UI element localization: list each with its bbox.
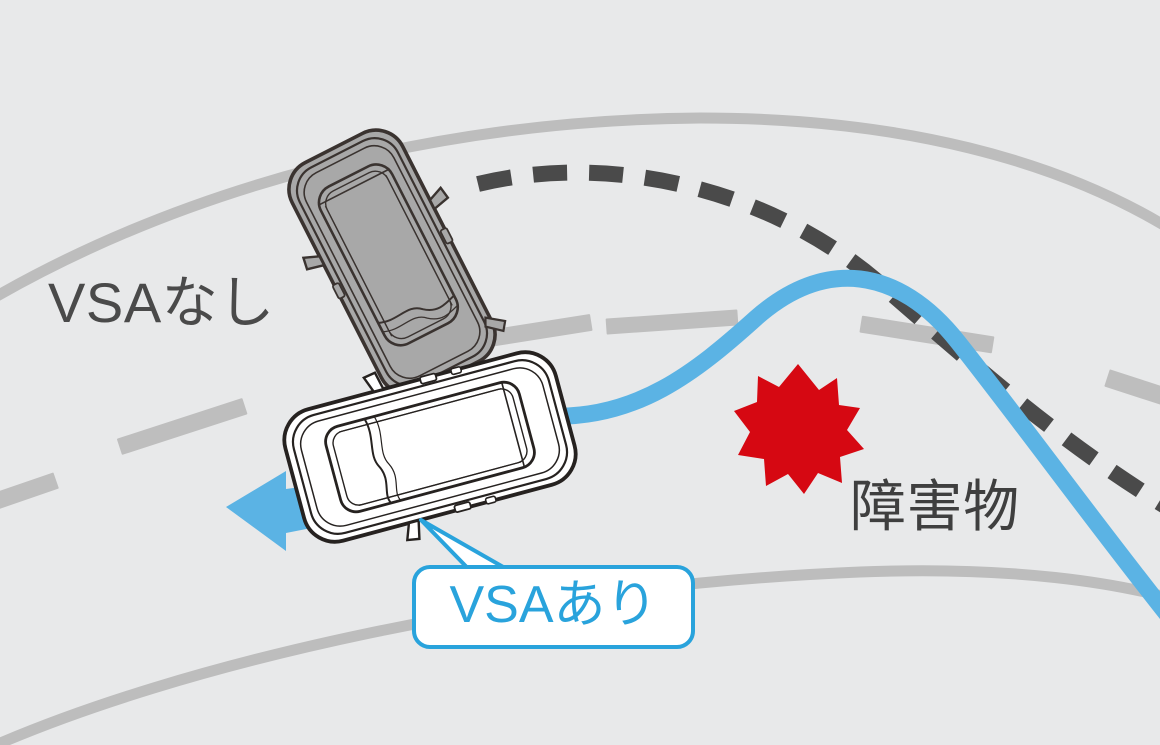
callout-with-vsa-label: VSAあり <box>449 576 658 634</box>
trajectory-dashed-no-vsa <box>476 164 1160 513</box>
callout-with-vsa: VSAあり <box>412 565 695 649</box>
obstacle-starburst-icon <box>734 364 864 494</box>
road-edge-lower-line <box>0 565 1160 745</box>
trajectory-blue-with-vsa <box>539 269 1160 620</box>
road-edge-upper-line <box>0 112 1160 301</box>
lane-dash <box>605 309 739 335</box>
car-with-vsa <box>282 350 578 544</box>
lane-dash <box>0 472 59 513</box>
lane-dash <box>117 398 248 455</box>
label-obstacle: 障害物 <box>850 475 1020 538</box>
label-no-vsa: VSAなし <box>48 271 275 334</box>
lane-dash <box>1104 369 1160 425</box>
